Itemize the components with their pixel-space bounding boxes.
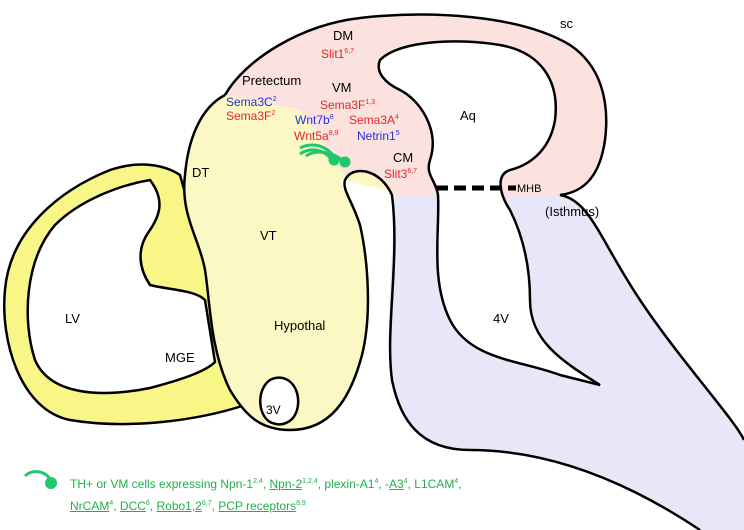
label-4v: 4V [493,311,509,326]
legend-robo-refs: 6,7 [201,500,212,507]
cue-wnt7b: Wnt7b8 [295,113,334,127]
legend-a3: A3 [389,477,404,491]
label-lv: LV [65,311,80,326]
label-vm: VM [332,80,352,95]
legend-npn1-refs: 2,4 [253,478,263,485]
axon-icon [299,143,351,168]
legend-npn1: Npn-1 [220,477,254,491]
lateral-ventricle-cavity [26,178,217,395]
legend-plexin-refs: 4 [374,478,379,485]
neural-tube-outline [223,13,744,441]
label-mhb: MHB [517,183,541,195]
cue-slit1: Slit16,7 [321,47,354,61]
legend-l1cam: L1CAM [414,477,455,491]
label-3v: 3V [266,403,281,417]
cue-sema3a: Sema3A4 [349,113,399,127]
label-hypothal: Hypothal [274,318,325,333]
ventral-outline [182,93,701,530]
legend-dcc: DCC [119,499,146,513]
label-sc: sc [560,16,574,31]
legend-intro: TH+ or VM cells expressing [70,477,221,491]
cue-slit3: Slit36,7 [384,167,417,181]
label-mge: MGE [165,350,195,365]
label-vt: VT [260,228,277,243]
legend-nrcam-refs: 4 [109,500,114,507]
label-pretectum: Pretectum [242,73,301,88]
legend-plexin: plexin-A1 [324,477,375,491]
legend-nrcam: NrCAM [70,499,110,513]
legend-l1cam-refs: 4 [454,478,459,485]
label-dm: DM [333,28,353,43]
legend-a3-prefix: - [385,477,390,491]
legend-pcp: PCP receptors [218,499,297,513]
legend-pcp-refs: 8,9 [296,500,306,507]
cue-sema3c: Sema3C2 [226,95,277,109]
aqueduct-cavity [377,40,601,387]
label-aq: Aq [460,108,476,123]
cue-wnt5a: Wnt5a8,9 [294,129,339,143]
legend-robo: Robo1,2 [156,499,202,513]
legend-npn2-refs: 1,2,4 [302,478,318,485]
legend-dcc-refs: 6 [145,500,150,507]
legend-a3-refs: 4 [403,478,408,485]
cue-sema3f-vm: Sema3F1,3 [320,98,375,112]
label-isthmus: (Isthmus) [545,204,599,219]
label-cm: CM [393,150,413,165]
legend: TH+ or VM cells expressing Npn-12,4, Npn… [70,477,462,513]
third-ventricle [259,376,300,426]
label-dt: DT [192,165,209,180]
forebrain-region [184,95,395,430]
legend-axon-icon [23,470,57,489]
cue-netrin1: Netrin15 [357,129,400,143]
cue-sema3f-pretectum: Sema3F2 [226,109,275,123]
legend-npn2: Npn-2 [269,477,303,491]
